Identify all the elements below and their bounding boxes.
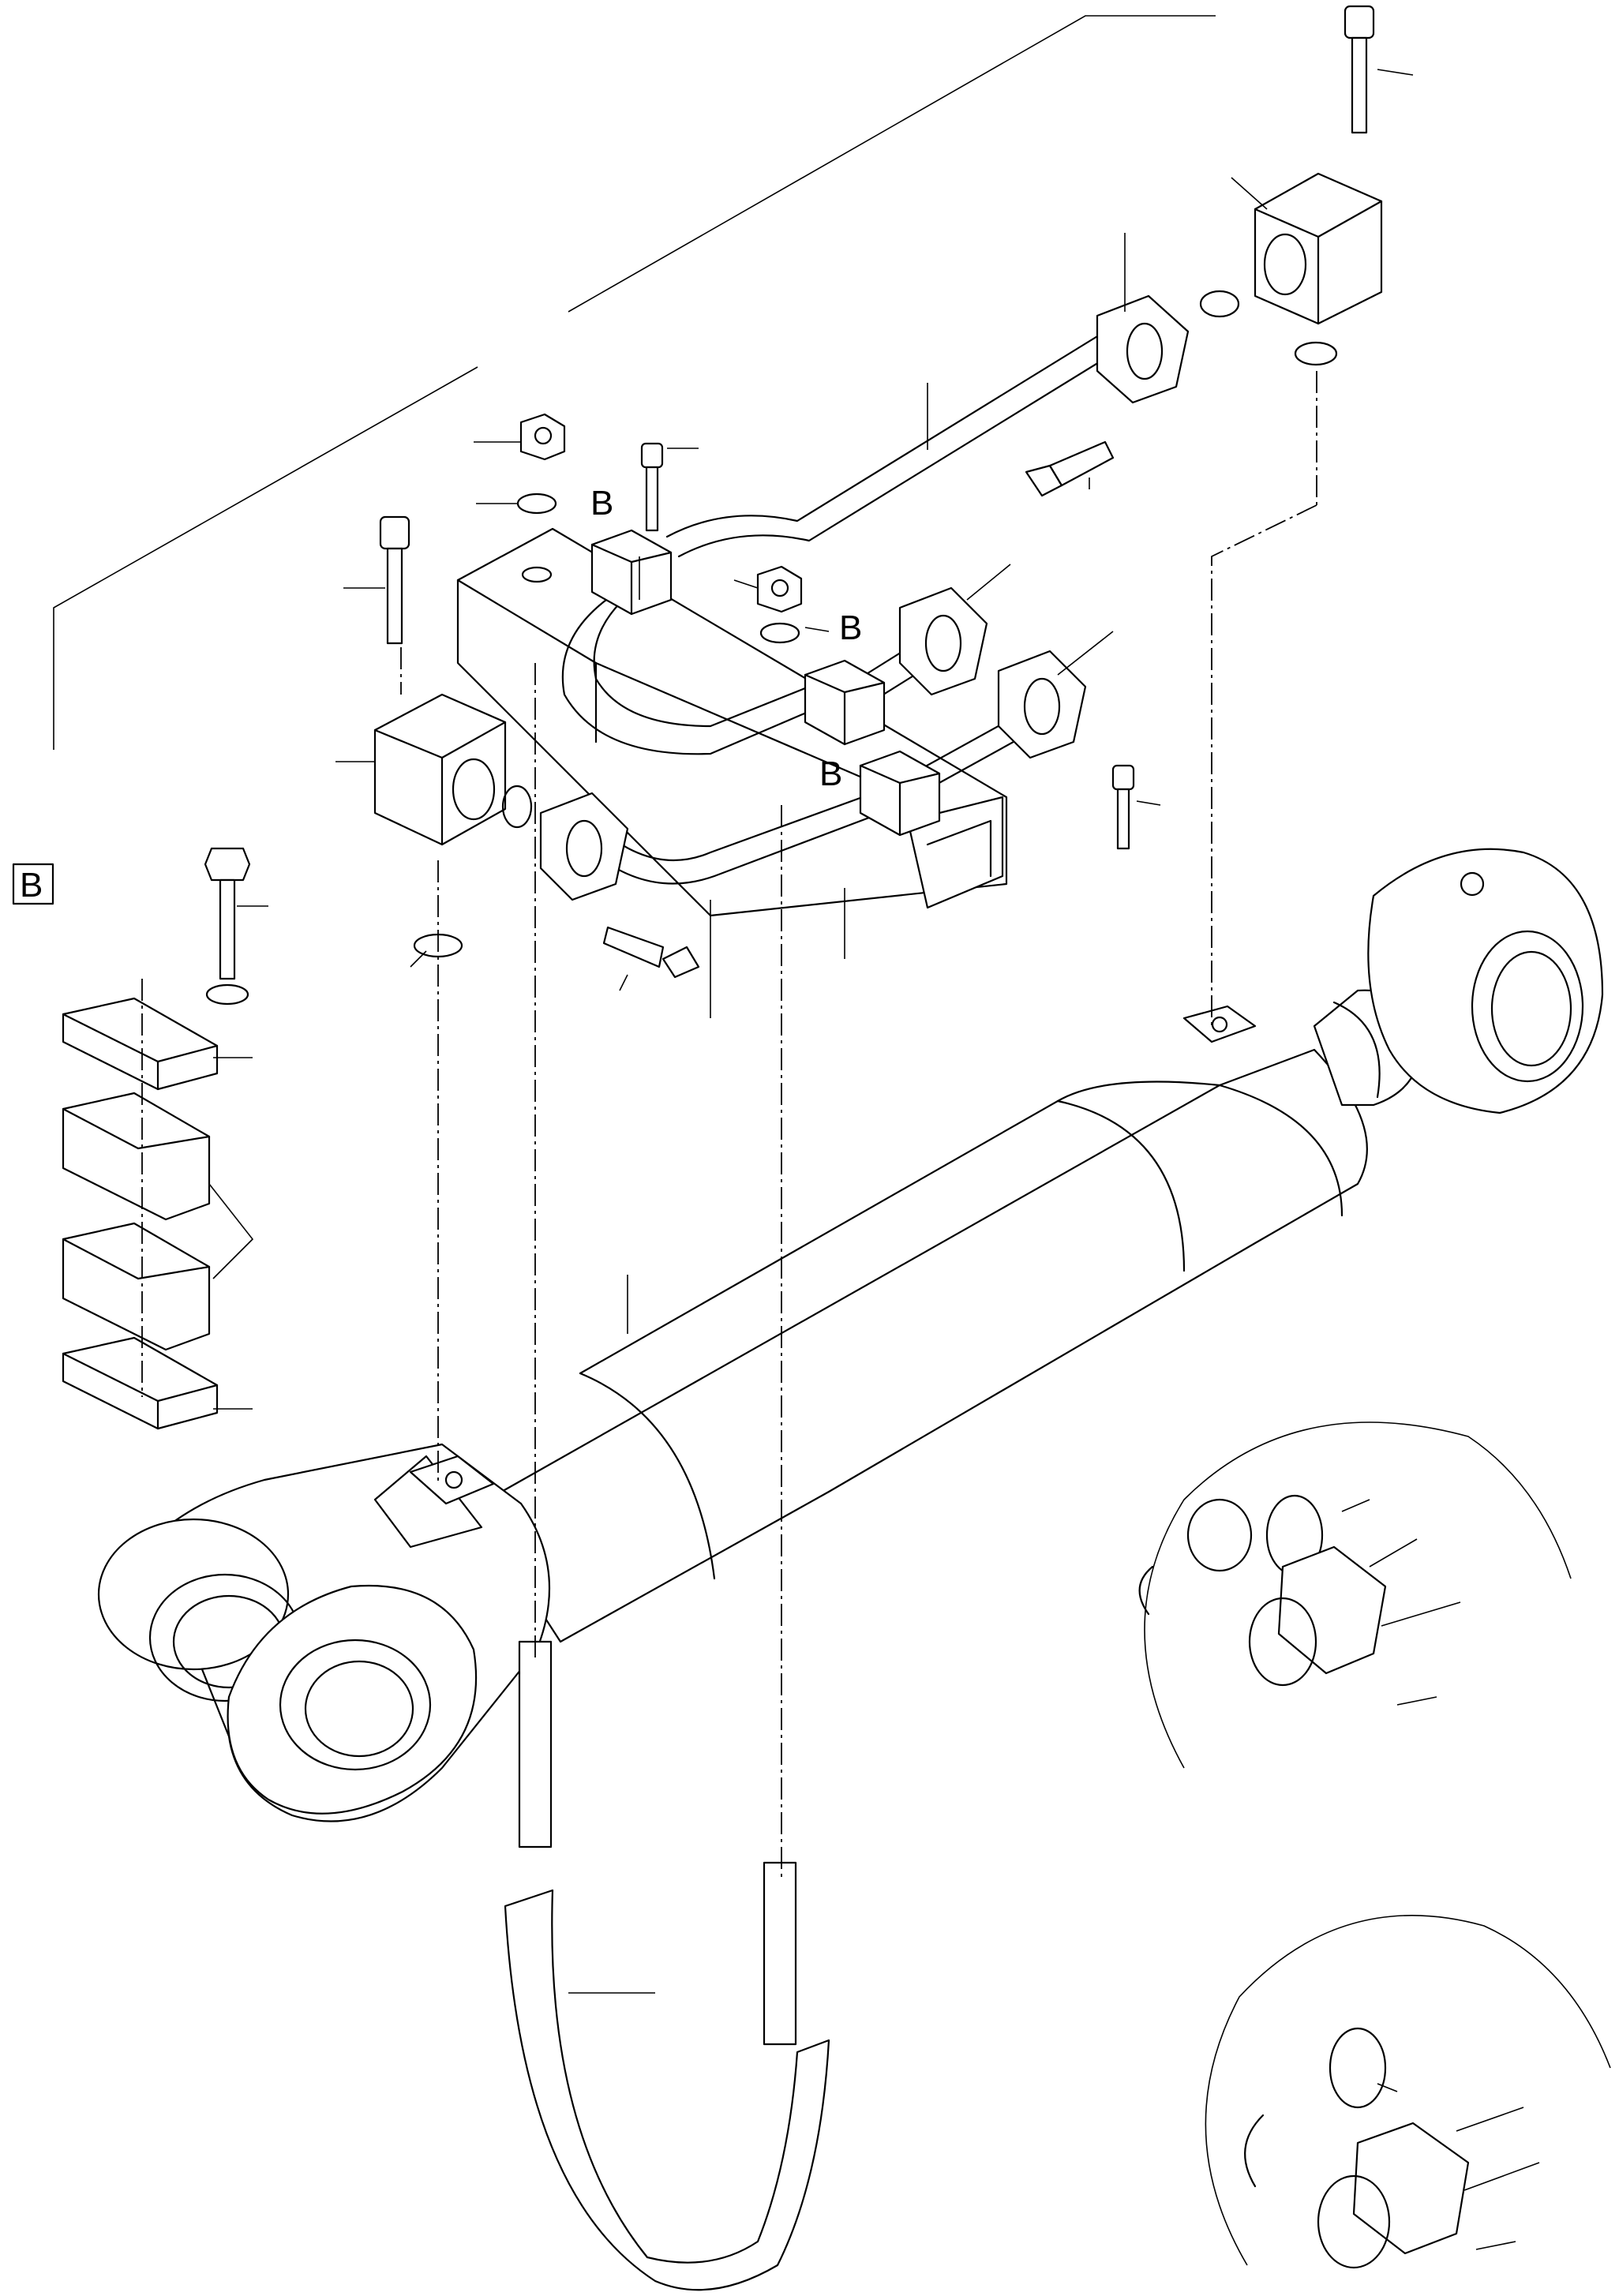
center-lines [141,371,1317,1878]
port-blocks [373,172,1383,846]
clamp-b-label-top: B [590,484,613,522]
detail-b-label: B [20,866,43,905]
tube-clamps [590,529,941,837]
callout-labels: B B B B [12,484,862,905]
detail-b-label-box [12,863,54,905]
hydraulic-cylinder [97,848,1604,1822]
detail-view-upper [1138,1421,1572,1769]
frame-lines [53,15,1216,750]
clamp-b-label-middle: B [839,609,862,647]
fasteners [204,5,1375,1006]
detail-view-lower [1205,1915,1611,2269]
leader-lines [208,69,1540,2250]
u-strap [504,1640,830,2291]
clamp-b-label-lower: B [819,755,842,793]
detail-b-clamp [62,997,219,1430]
flanges [539,294,1190,901]
